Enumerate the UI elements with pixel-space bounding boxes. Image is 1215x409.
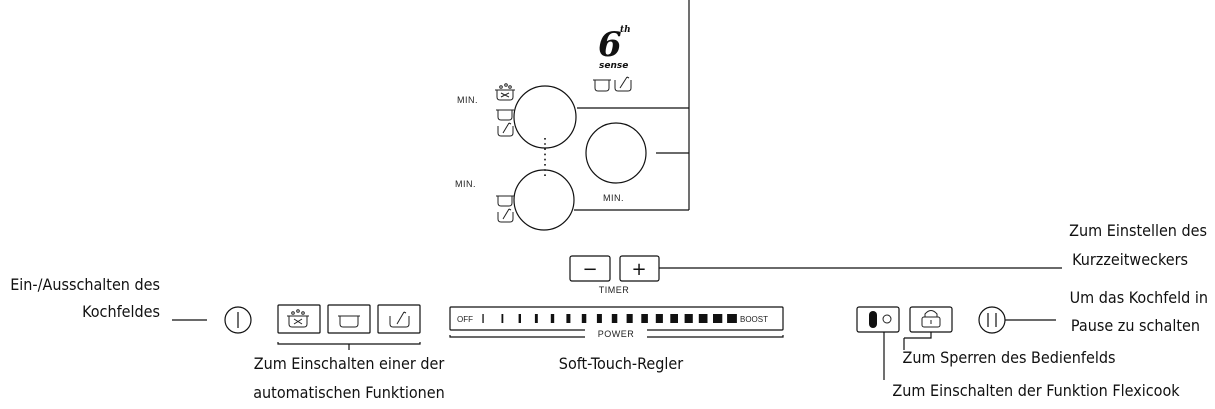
boil-icon	[287, 309, 309, 328]
power-level-mark[interactable]	[482, 314, 484, 323]
power-level-mark[interactable]	[727, 314, 737, 323]
pot-icon	[496, 109, 514, 121]
annotation-slider: Soft-Touch-Regler	[559, 354, 683, 373]
power-level-mark[interactable]	[684, 314, 693, 323]
power-off-label: OFF	[457, 315, 473, 324]
power-level-mark[interactable]	[655, 314, 663, 323]
annotation-lock: Zum Sperren des Bedienfelds	[903, 348, 1116, 367]
power-level-mark[interactable]	[518, 314, 521, 323]
power-level-mark[interactable]	[670, 314, 678, 323]
flexicook-icon	[869, 311, 877, 328]
power-level-mark[interactable]	[550, 314, 555, 323]
power-level-mark[interactable]	[596, 314, 602, 323]
sixth-sense-logo: 6 th sense	[598, 25, 631, 71]
timer-minus-label: −	[582, 259, 597, 280]
timer-label: TIMER	[599, 285, 630, 295]
auto-boil-button[interactable]	[277, 304, 321, 334]
min-label-upper: MIN.	[457, 95, 478, 105]
power-level-mark[interactable]	[626, 314, 633, 323]
logo-word: sense	[599, 61, 628, 71]
flexicook-button[interactable]	[856, 306, 900, 333]
power-level-marks	[482, 314, 737, 323]
timer-minus-button[interactable]	[569, 255, 611, 282]
power-level-mark[interactable]	[566, 314, 571, 323]
lock-leader	[904, 332, 932, 339]
annotation-onoff-line1: Ein-/Ausschalten des	[10, 275, 160, 294]
zone-pan-icon	[614, 76, 632, 92]
pot-icon	[338, 315, 360, 328]
cooking-zone-lower-left[interactable]	[513, 169, 575, 231]
annotation-flexicook: Zum Einschalten der Funktion Flexicook	[892, 381, 1180, 400]
annotation-timer-line2: Kurzzeitweckers	[1072, 250, 1188, 269]
power-boost-label: BOOST	[740, 315, 768, 324]
annotation-onoff-line2: Kochfeldes	[82, 302, 160, 321]
annotation-pause-line2: Pause zu schalten	[1071, 316, 1200, 335]
pan-icon	[389, 311, 410, 328]
annotation-timer-line1: Zum Einstellen des	[1069, 221, 1207, 240]
auto-pan-button[interactable]	[377, 304, 421, 334]
power-level-mark[interactable]	[698, 314, 708, 323]
annotation-auto-line1: Zum Einschalten einer der	[254, 354, 445, 373]
cooking-zones: 6 th sense MIN. MIN. MIN.	[455, 0, 690, 231]
pause-icon[interactable]	[978, 306, 1006, 334]
timer-controls: − + TIMER	[569, 255, 1062, 295]
power-level-mark[interactable]	[713, 314, 723, 323]
min-label-lower: MIN.	[455, 179, 476, 189]
power-slider[interactable]: OFF BOOST POWER	[449, 306, 784, 339]
power-level-mark[interactable]	[534, 314, 538, 323]
lock-icon	[921, 310, 941, 328]
logo-number: 6	[598, 25, 622, 65]
power-icon[interactable]	[224, 306, 252, 334]
auto-pot-button[interactable]	[327, 304, 371, 334]
pan-icon	[497, 122, 514, 137]
pot-icon	[496, 195, 514, 207]
logo-suffix: th	[620, 25, 631, 35]
power-level-mark[interactable]	[611, 314, 618, 323]
power-level-mark[interactable]	[641, 314, 648, 323]
annotation-pause-line1: Um das Kochfeld in	[1070, 288, 1208, 307]
timer-plus-label: +	[631, 259, 646, 280]
power-level-mark[interactable]	[501, 314, 504, 323]
power-level-mark[interactable]	[581, 314, 587, 323]
cooking-zone-right[interactable]	[585, 122, 647, 184]
boil-icon	[495, 83, 515, 101]
annotation-auto-line2: automatischen Funktionen	[253, 383, 445, 402]
auto-function-buttons	[277, 304, 421, 350]
pan-icon	[497, 208, 514, 223]
lock-button[interactable]	[909, 306, 953, 333]
zone-pot-icon	[593, 79, 611, 92]
power-label: POWER	[598, 329, 635, 339]
min-label-right: MIN.	[603, 193, 624, 203]
cooking-zone-upper-left[interactable]	[513, 85, 577, 149]
auto-bracket	[277, 342, 421, 345]
